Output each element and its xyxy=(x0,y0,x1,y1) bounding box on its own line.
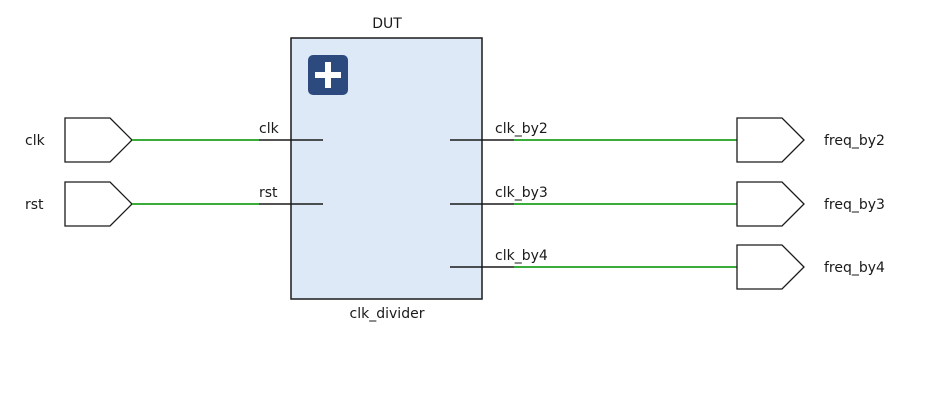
input-port-label: clk xyxy=(25,133,46,149)
output-port-freq-by4[interactable]: freq_by4 xyxy=(736,244,885,290)
output-port-freq-by2[interactable]: freq_by2 xyxy=(736,117,885,163)
output-port-freq-by3[interactable]: freq_by3 xyxy=(736,181,885,227)
pin-label-clk-by2: clk_by2 xyxy=(495,121,548,137)
block-module-name: clk_divider xyxy=(350,306,425,322)
input-port-shape[interactable] xyxy=(64,117,133,163)
pin-label-rst: rst xyxy=(259,185,278,201)
plus-icon[interactable] xyxy=(308,55,348,95)
output-port-shape[interactable] xyxy=(736,117,805,163)
input-port-shape[interactable] xyxy=(64,181,133,227)
pin-label-clk-by3: clk_by3 xyxy=(495,185,548,201)
output-port-label: freq_by4 xyxy=(824,260,885,276)
dut-block[interactable]: DUT clk_divider xyxy=(290,16,483,322)
block-instance-name: DUT xyxy=(372,16,402,32)
pin-label-clk-by4: clk_by4 xyxy=(495,248,548,264)
output-port-shape[interactable] xyxy=(736,244,805,290)
output-port-label: freq_by3 xyxy=(824,197,885,213)
input-port-clk[interactable]: clk xyxy=(25,117,133,163)
input-port-rst[interactable]: rst xyxy=(25,181,133,227)
output-port-shape[interactable] xyxy=(736,181,805,227)
input-port-label: rst xyxy=(25,197,44,213)
pin-label-clk: clk xyxy=(259,121,280,137)
output-port-label: freq_by2 xyxy=(824,133,885,149)
